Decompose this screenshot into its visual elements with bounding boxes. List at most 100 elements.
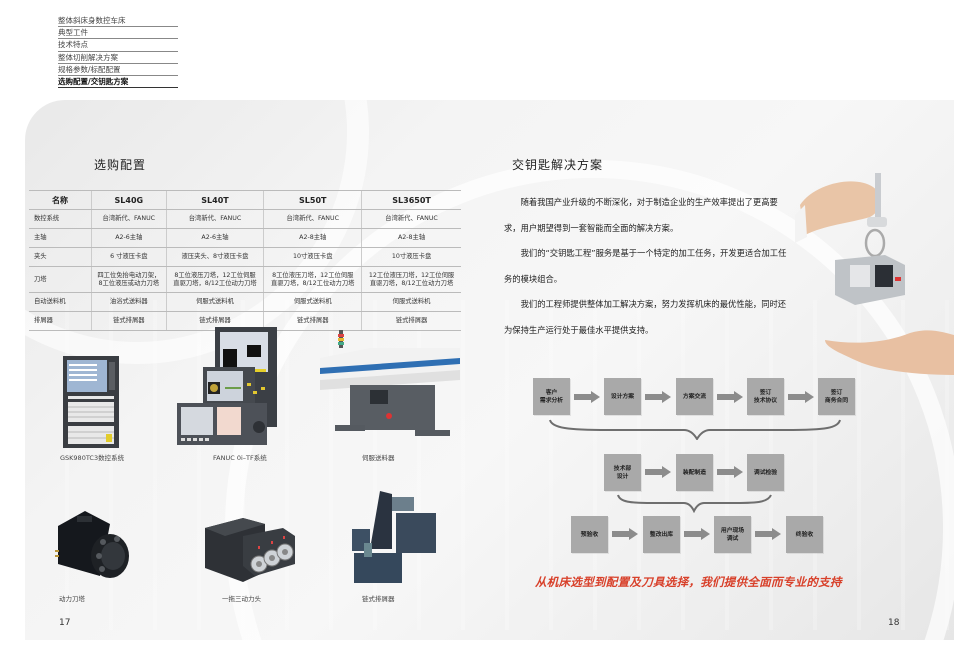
- nav-item-cutting-solution[interactable]: 整体切削解决方案: [58, 52, 178, 64]
- row-label: 排屑器: [29, 311, 92, 331]
- cell-line: 直驱刀塔，8/12工位动力刀塔: [369, 279, 454, 287]
- arrow-right-icon: [755, 528, 781, 540]
- spec-table: 名称 SL40G SL40T SL50T SL3650T 数控系统 台湾新代、F…: [29, 190, 461, 331]
- paragraph: 随着我国产业升级的不断深化，对于制造企业的生产效率提出了更高要求，用户期望得到一…: [504, 197, 778, 233]
- power-head-image: [205, 518, 295, 582]
- nav-item-specs[interactable]: 规格参数/标配配置: [58, 64, 178, 77]
- step-line: 调试检验: [753, 469, 778, 476]
- flow-step-design-plan: 设计方案: [604, 378, 641, 415]
- table-cell: 液压夹头、8寸液压卡盘: [165, 247, 264, 267]
- step-line: 预验收: [580, 531, 599, 538]
- chip-conveyor-image: [352, 491, 436, 583]
- table-cell: 链式排屑器: [361, 311, 461, 331]
- paragraph: 我们的“交钥匙工程”服务是基于一个特定的加工任务，开发更适合加工任务的模块组合。: [504, 248, 787, 284]
- step-line: 设计: [616, 473, 629, 480]
- table-cell: A2-8主轴: [361, 228, 461, 248]
- table-cell: 台湾新代、FANUC: [91, 209, 167, 229]
- table-header: SL40T: [165, 190, 264, 210]
- table-header: SL3650T: [361, 190, 461, 210]
- flow-step-final-acceptance: 终验收: [786, 516, 823, 553]
- flow-step-requirement-analysis: 客户需求分析: [533, 378, 570, 415]
- flow-step-pre-acceptance: 预验收: [571, 516, 608, 553]
- arrow-right-icon: [717, 466, 743, 478]
- table-cell: 8工位液压刀塔，12工位伺服直驱刀塔，8/12工位动力刀塔: [263, 266, 362, 293]
- table-cell: 6 寸液压卡盘: [91, 247, 167, 267]
- product-caption: 一拖三动力头: [222, 595, 261, 603]
- nav-item-features[interactable]: 技术特点: [58, 39, 178, 52]
- table-cell: A2-8主轴: [263, 228, 362, 248]
- product-caption: 动力刀塔: [59, 595, 85, 603]
- table-cell: 油浴式送料器: [91, 292, 167, 312]
- step-line: 设计方案: [610, 393, 635, 400]
- page-number-left: 17: [59, 618, 71, 628]
- table-cell: 伺服式送料机: [361, 292, 461, 312]
- cell-line: 12工位液压刀塔，12工位伺服: [368, 271, 455, 279]
- arrow-right-icon: [717, 391, 743, 403]
- flow-step-assembly: 装配制造: [676, 454, 713, 491]
- cell-line: 8工位液压刀塔，12工位伺服: [272, 271, 354, 279]
- brace-icon: [617, 494, 772, 513]
- table-cell: 12工位液压刀塔，12工位伺服直驱刀塔，8/12工位动力刀塔: [361, 266, 461, 293]
- table-cell: 台湾新代、FANUC: [361, 209, 461, 229]
- flow-step-debug-inspect: 调试检验: [747, 454, 784, 491]
- options-title: 选购配置: [94, 158, 147, 172]
- nav-item-lathe[interactable]: 整体斜床身数控车床: [58, 15, 178, 28]
- turnkey-hands-image: [795, 173, 954, 375]
- flow-step-tech-design: 技术部设计: [604, 454, 641, 491]
- table-row: 自动送料机 油浴式送料器 伺服式送料机 伺服式送料机 伺服式送料机: [29, 292, 461, 312]
- cell-line: 直驱刀塔，8/12工位动力刀塔: [173, 279, 257, 287]
- product-caption: 伺服送料器: [362, 454, 395, 462]
- arrow-right-icon: [645, 466, 671, 478]
- background-panel: [25, 100, 954, 640]
- table-cell: 伺服式送料机: [263, 292, 362, 312]
- row-label: 自动送料机: [29, 292, 92, 312]
- table-cell: 10寸液压卡盘: [361, 247, 461, 267]
- table-cell: 链式排屑器: [91, 311, 167, 331]
- brace-icon: [549, 419, 841, 440]
- table-row: 夹头 6 寸液压卡盘 液压夹头、8寸液压卡盘 10寸液压卡盘 10寸液压卡盘: [29, 247, 461, 267]
- flow-step-business-contract: 签订商务合同: [818, 378, 855, 415]
- bar-feeder-image: [320, 330, 460, 436]
- power-turret-image: [55, 511, 129, 578]
- page-number-right: 18: [888, 618, 900, 628]
- table-cell: 四工位免抬电动刀架，8工位液压或动力刀塔: [91, 266, 167, 293]
- cell-line: 直驱刀塔，8/12工位动力刀塔: [271, 279, 355, 287]
- row-label: 数控系统: [29, 209, 92, 229]
- step-line: 装配制造: [682, 469, 707, 476]
- step-line: 调试: [726, 535, 739, 542]
- step-line: 方案交流: [682, 393, 707, 400]
- table-header: SL40G: [91, 190, 167, 210]
- cell-line: 8工位液压或动力刀塔: [98, 279, 160, 287]
- table-cell: 10寸液压卡盘: [263, 247, 362, 267]
- row-label: 刀塔: [29, 266, 92, 293]
- fanuc-controller-image: [177, 327, 277, 445]
- table-cell: 台湾新代、FANUC: [263, 209, 362, 229]
- nav-item-options-turnkey[interactable]: 选购配置/交钥匙方案: [58, 76, 178, 89]
- step-line: 终验收: [795, 531, 814, 538]
- step-line: 用户现场: [720, 527, 745, 534]
- step-line: 技术协议: [753, 397, 778, 404]
- cell-line: 四工位免抬电动刀架，: [97, 271, 161, 279]
- decor-stripes: [25, 300, 954, 630]
- arrow-right-icon: [574, 391, 600, 403]
- gsk-controller-image: [63, 356, 119, 448]
- turnkey-description: 随着我国产业升级的不断深化，对于制造企业的生产效率提出了更高要求，用户期望得到一…: [504, 190, 794, 343]
- step-line: 需求分析: [539, 397, 564, 404]
- cell-line: 8工位液压刀塔，12工位伺服: [174, 271, 256, 279]
- nav-item-typical-parts[interactable]: 典型工件: [58, 27, 178, 40]
- step-line: 技术部: [613, 465, 632, 472]
- product-caption: 链式排屑器: [362, 595, 395, 603]
- section-nav: 整体斜床身数控车床 典型工件 技术特点 整体切削解决方案 规格参数/标配配置 选…: [58, 15, 178, 89]
- step-line: 商务合同: [824, 397, 849, 404]
- flow-step-plan-exchange: 方案交流: [676, 378, 713, 415]
- step-line: 整改出库: [649, 531, 674, 538]
- table-header: 名称: [29, 190, 92, 210]
- arrow-right-icon: [684, 528, 710, 540]
- table-row: 刀塔 四工位免抬电动刀架，8工位液压或动力刀塔 8工位液压刀塔，12工位伺服直驱…: [29, 266, 461, 293]
- arrow-right-icon: [788, 391, 814, 403]
- row-label: 夹头: [29, 247, 92, 267]
- table-cell: A2-6主轴: [91, 228, 167, 248]
- table-cell: 链式排屑器: [263, 311, 362, 331]
- table-row: 数控系统 台湾新代、FANUC 台湾新代、FANUC 台湾新代、FANUC 台湾…: [29, 209, 461, 229]
- table-row: 排屑器 链式排屑器 链式排屑器 链式排屑器 链式排屑器: [29, 311, 461, 331]
